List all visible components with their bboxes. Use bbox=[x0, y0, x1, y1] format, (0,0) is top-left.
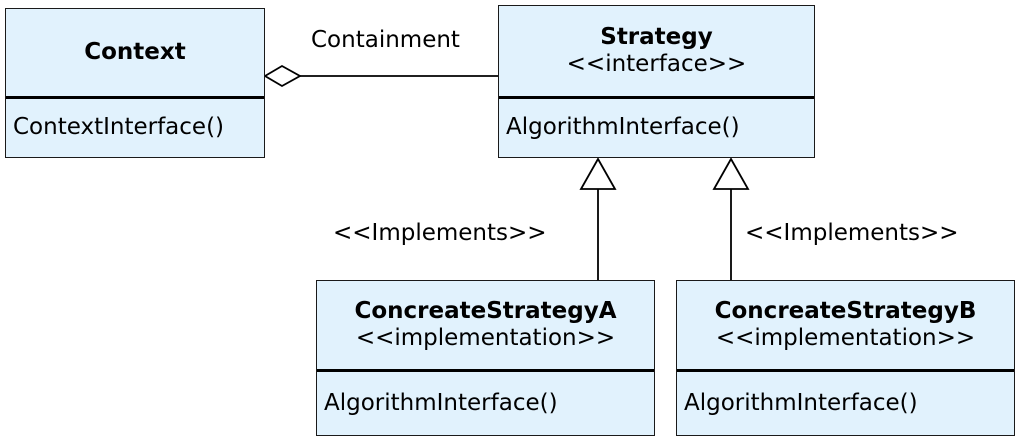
class-member: AlgorithmInterface() bbox=[324, 389, 558, 416]
class-stereotype-concreate-strategy-b: <<implementation>> bbox=[715, 325, 976, 351]
class-name-context: Context bbox=[84, 38, 186, 65]
class-operations-concreate-strategy-a: AlgorithmInterface() bbox=[317, 372, 654, 435]
class-name-strategy: Strategy bbox=[600, 23, 713, 50]
edge-label-implements-b: <<Implements>> bbox=[745, 220, 959, 246]
class-box-strategy[interactable]: Strategy <<interface>> AlgorithmInterfac… bbox=[498, 5, 815, 158]
hollow-triangle-icon bbox=[579, 157, 617, 190]
class-header-concreate-strategy-b: ConcreateStrategyB <<implementation>> bbox=[677, 281, 1014, 372]
class-operations-concreate-strategy-b: AlgorithmInterface() bbox=[677, 372, 1014, 435]
class-box-concreate-strategy-b[interactable]: ConcreateStrategyB <<implementation>> Al… bbox=[676, 280, 1015, 436]
class-member: ContextInterface() bbox=[13, 114, 225, 141]
class-stereotype-concreate-strategy-a: <<implementation>> bbox=[355, 325, 616, 351]
class-header-context: Context bbox=[6, 9, 264, 99]
class-stereotype-strategy: <<interface>> bbox=[566, 51, 747, 77]
edge-implements-a bbox=[579, 157, 617, 280]
class-box-context[interactable]: Context ContextInterface() bbox=[5, 8, 265, 158]
edge-containment bbox=[263, 64, 498, 88]
class-member: AlgorithmInterface() bbox=[684, 389, 918, 416]
class-header-strategy: Strategy <<interface>> bbox=[499, 6, 814, 99]
class-member: AlgorithmInterface() bbox=[506, 114, 740, 141]
hollow-triangle-icon bbox=[712, 157, 750, 190]
edge-label-containment: Containment bbox=[311, 27, 460, 53]
class-operations-strategy: AlgorithmInterface() bbox=[499, 99, 814, 157]
class-name-concreate-strategy-b: ConcreateStrategyB bbox=[714, 297, 977, 324]
hollow-diamond-icon bbox=[263, 64, 302, 88]
edge-implements-b bbox=[712, 157, 750, 280]
class-operations-context: ContextInterface() bbox=[6, 99, 264, 157]
class-header-concreate-strategy-a: ConcreateStrategyA <<implementation>> bbox=[317, 281, 654, 372]
class-name-concreate-strategy-a: ConcreateStrategyA bbox=[354, 297, 617, 324]
class-box-concreate-strategy-a[interactable]: ConcreateStrategyA <<implementation>> Al… bbox=[316, 280, 655, 436]
edge-label-implements-a: <<Implements>> bbox=[333, 220, 547, 246]
